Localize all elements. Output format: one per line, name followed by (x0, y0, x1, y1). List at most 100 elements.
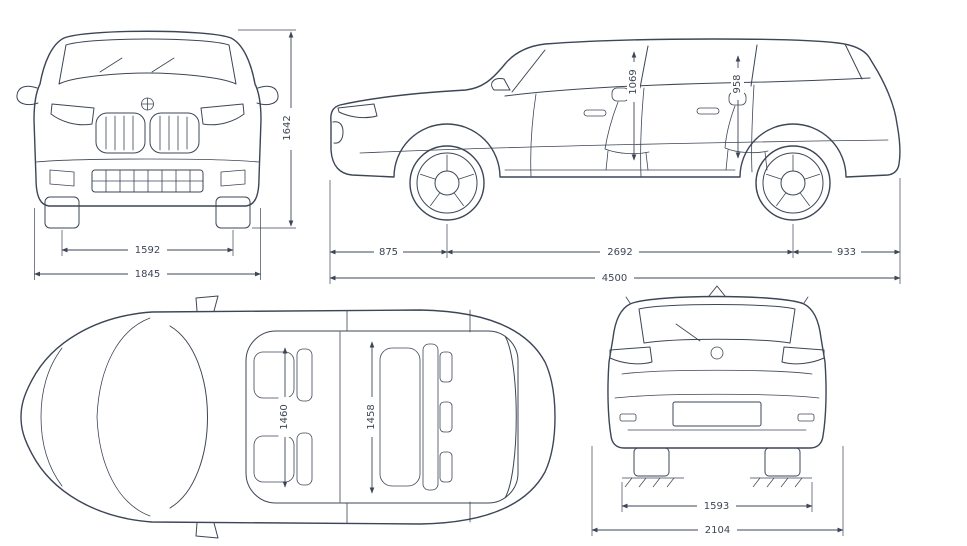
length-extension-lines (329, 178, 901, 284)
label-background (600, 246, 639, 258)
rear-window (638, 304, 796, 344)
front-seat-headrest (611, 87, 630, 102)
rear-headrest-right (439, 451, 453, 483)
bumper-top-line (614, 393, 820, 399)
passenger-seat-cushion (253, 435, 295, 483)
d-pillar (844, 43, 863, 80)
dim-front-interior-height: 1069 (628, 69, 639, 94)
lower-grille-mesh (91, 169, 204, 193)
side-mirror (491, 78, 511, 91)
dim-rear-interior-width: 1458 (366, 404, 377, 429)
left-taillight (609, 346, 653, 365)
dim-front-overall-width: 1845 (135, 269, 160, 280)
label-background (731, 68, 744, 100)
front-door-handle (583, 109, 607, 117)
label-background (627, 62, 640, 102)
bottom-mirror (195, 522, 219, 539)
dim-front-overhang: 875 (379, 247, 398, 258)
label-background (128, 244, 167, 256)
hood-line (96, 317, 151, 517)
front-body-outline (33, 30, 262, 207)
top-mirror (195, 295, 219, 312)
dim-rear-interior-height: 958 (732, 74, 743, 93)
side-view-dimensions: 1069 958 875 2692 933 4500 (329, 51, 901, 284)
rear-view (607, 285, 827, 488)
label-background (281, 108, 294, 150)
rear-wheel-tire (755, 145, 831, 221)
width-extension-lines (34, 208, 261, 280)
left-headlight (50, 103, 95, 126)
dim-front-interior-width: 1460 (279, 404, 290, 429)
front-view (16, 30, 279, 229)
front-view-dimensions: 1642 1592 1845 (33, 29, 296, 280)
front-right-wheel (215, 196, 251, 229)
side-view (330, 38, 901, 221)
front-seat-profile (604, 101, 650, 171)
wiper-lines (99, 57, 175, 73)
label-background (365, 397, 379, 437)
right-mirror (256, 85, 279, 106)
front-bumper-line (40, 347, 63, 487)
roof-rail-tips (625, 296, 809, 304)
rear-headrest-middle (439, 401, 453, 433)
rear-wheel-hub (780, 170, 806, 196)
antenna-fin (708, 285, 726, 297)
dim-rear-track-width: 1593 (704, 501, 729, 512)
top-body-outline (20, 309, 556, 525)
dim-rear-overhang: 933 (837, 247, 856, 258)
rear-left-wheel (633, 447, 670, 477)
rear-view-dimensions: 1593 2104 (591, 446, 844, 536)
brand-roundel-icon (710, 346, 724, 360)
front-wheel-spokes (420, 154, 474, 206)
kidney-grille-right (149, 112, 200, 154)
label-background (374, 246, 403, 258)
label-background (128, 268, 167, 280)
rear-bench-back (422, 343, 439, 491)
left-reflector (619, 413, 637, 422)
kidney-grille-left (95, 112, 146, 154)
dim-overall-length: 4500 (602, 273, 627, 284)
passenger-seat-back (296, 432, 313, 486)
width-extension-lines (591, 446, 844, 536)
right-taillight (781, 346, 825, 365)
grille-slats (105, 115, 188, 151)
rear-wheel-rim (762, 152, 824, 214)
door-cut-lines (346, 309, 471, 524)
side-intakes (49, 169, 246, 187)
dim-rear-overall-width: 2104 (705, 525, 730, 536)
rear-bench-cushion (379, 347, 421, 487)
left-mirror (16, 85, 39, 106)
character-line (359, 139, 889, 154)
rear-right-wheel (764, 447, 801, 477)
rear-seat-profile (724, 105, 769, 171)
dim-front-track-width: 1592 (135, 245, 160, 256)
label-background (595, 272, 634, 284)
b-pillar (639, 45, 649, 89)
front-wheel-tire (409, 145, 485, 221)
label-background (832, 246, 861, 258)
front-windshield (58, 38, 237, 85)
tailgate-crease (621, 369, 813, 375)
windshield-base (169, 325, 208, 509)
front-left-wheel (44, 196, 80, 229)
label-background (698, 524, 737, 536)
driver-seat-back (296, 348, 313, 402)
height-extension-lines (238, 29, 296, 229)
label-background (278, 397, 292, 437)
beltline (504, 77, 871, 97)
rear-wheel-spokes (766, 154, 820, 206)
c-pillar (750, 44, 758, 87)
roof-glazing (245, 330, 519, 504)
dim-front-height: 1642 (282, 115, 293, 140)
rear-wiper (675, 323, 701, 342)
front-wheel-hub (434, 170, 460, 196)
nose-grille-edge (332, 121, 344, 144)
ground-hatching (624, 477, 803, 488)
a-pillar (511, 49, 546, 93)
door-cut-lines (530, 84, 755, 178)
front-wheel-rim (416, 152, 478, 214)
label-background (697, 500, 736, 512)
side-headlight (337, 103, 378, 119)
bumper-line (35, 158, 260, 163)
